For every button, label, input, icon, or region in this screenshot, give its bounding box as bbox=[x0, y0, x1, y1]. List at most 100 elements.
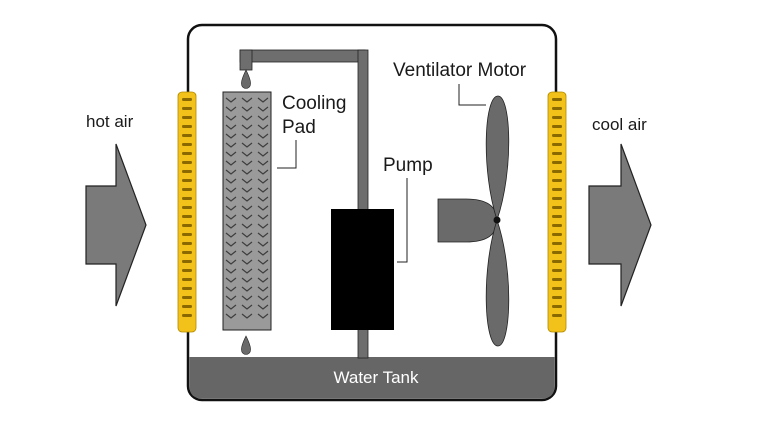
filter-slot bbox=[182, 224, 192, 227]
right-arrow-icon bbox=[85, 143, 147, 307]
filter-slot bbox=[552, 179, 562, 182]
pipe-top bbox=[239, 49, 366, 63]
pad-texture-mark bbox=[241, 268, 253, 274]
pad-texture-mark bbox=[225, 178, 237, 184]
ventilator-motor-label: Ventilator Motor bbox=[393, 60, 527, 81]
pad-texture-mark bbox=[225, 160, 237, 166]
filter-slot bbox=[182, 179, 192, 182]
pad-texture-mark bbox=[225, 142, 237, 148]
pad-texture-mark bbox=[257, 187, 269, 193]
filter-slot bbox=[552, 161, 562, 164]
filter-slot bbox=[552, 188, 562, 191]
filter-slot bbox=[552, 215, 562, 218]
pad-texture-mark bbox=[257, 286, 269, 292]
fan-hub bbox=[493, 216, 501, 224]
pad-texture-mark bbox=[241, 304, 253, 310]
pad-texture-mark bbox=[241, 178, 253, 184]
pad-texture-mark bbox=[225, 232, 237, 238]
pad-texture-mark bbox=[257, 223, 269, 229]
filter-slot bbox=[552, 197, 562, 200]
filter-slot bbox=[182, 242, 192, 245]
pad-texture-mark bbox=[257, 160, 269, 166]
filter-slot bbox=[552, 134, 562, 137]
filter-slot bbox=[552, 296, 562, 299]
pad-texture-mark bbox=[257, 205, 269, 211]
pad-texture-mark bbox=[225, 241, 237, 247]
fan-motor-housing bbox=[437, 198, 498, 243]
pad-texture-mark bbox=[241, 187, 253, 193]
filter-slot bbox=[182, 107, 192, 110]
water-tank-label: Water Tank bbox=[333, 368, 419, 387]
filter-slot bbox=[552, 107, 562, 110]
pad-texture-mark bbox=[241, 160, 253, 166]
pad-texture-mark bbox=[257, 232, 269, 238]
filter-slot bbox=[182, 296, 192, 299]
pad-texture-mark bbox=[257, 106, 269, 112]
pad-texture-mark bbox=[241, 250, 253, 256]
filter-slot bbox=[182, 161, 192, 164]
pad-texture-mark bbox=[257, 97, 269, 103]
cool-air-label: cool air bbox=[592, 115, 647, 134]
filter-slot bbox=[182, 98, 192, 101]
pad-texture-mark bbox=[257, 295, 269, 301]
pad-texture-mark bbox=[225, 196, 237, 202]
pad-texture-mark bbox=[257, 142, 269, 148]
pad-texture-mark bbox=[225, 259, 237, 265]
pad-texture-mark bbox=[241, 295, 253, 301]
filter-slot bbox=[552, 251, 562, 254]
filter-slot bbox=[552, 98, 562, 101]
filter-slot bbox=[552, 278, 562, 281]
filter-slot bbox=[182, 305, 192, 308]
filter-slot bbox=[182, 143, 192, 146]
filter-slot bbox=[552, 269, 562, 272]
pad-texture-mark bbox=[241, 259, 253, 265]
filter-slot bbox=[182, 206, 192, 209]
pad-texture-mark bbox=[257, 214, 269, 220]
pad-texture-mark bbox=[225, 223, 237, 229]
pump-leader bbox=[397, 178, 408, 263]
pad-texture-mark bbox=[241, 277, 253, 283]
filter-slot bbox=[552, 305, 562, 308]
hot-air-label: hot air bbox=[86, 112, 134, 131]
pad-texture-mark bbox=[257, 259, 269, 265]
pad-texture-mark bbox=[257, 268, 269, 274]
filter-slot bbox=[552, 287, 562, 290]
pad-texture-mark bbox=[241, 133, 253, 139]
cooling-pad-leader bbox=[277, 140, 297, 169]
fan-blade-lower bbox=[485, 218, 510, 347]
pad-texture-mark bbox=[257, 277, 269, 283]
pad-texture-mark bbox=[225, 268, 237, 274]
cooling-pad bbox=[222, 91, 272, 331]
pad-texture-mark bbox=[241, 232, 253, 238]
pad-texture-mark bbox=[225, 187, 237, 193]
pad-texture-mark bbox=[225, 169, 237, 175]
filter-slot bbox=[182, 260, 192, 263]
filter-slot bbox=[182, 314, 192, 317]
water-drop-icon bbox=[241, 69, 251, 89]
ventilator-motor-leader bbox=[458, 84, 486, 106]
pad-texture-mark bbox=[241, 196, 253, 202]
fan-icon bbox=[437, 95, 510, 347]
pad-texture-mark bbox=[257, 124, 269, 130]
pad-texture-mark bbox=[257, 178, 269, 184]
water-tank bbox=[189, 357, 555, 399]
inlet-filter bbox=[177, 91, 197, 333]
cooling-pad-label-line1: Cooling bbox=[282, 93, 347, 114]
filter-slot bbox=[552, 224, 562, 227]
pad-texture-mark bbox=[225, 214, 237, 220]
filter-slot bbox=[182, 215, 192, 218]
filter-slot bbox=[182, 116, 192, 119]
pad-texture-mark bbox=[257, 250, 269, 256]
pad-texture-mark bbox=[225, 133, 237, 139]
pad-texture-mark bbox=[241, 313, 253, 319]
pump-label: Pump bbox=[383, 155, 433, 176]
pad-texture-mark bbox=[241, 115, 253, 121]
filter-slot bbox=[182, 287, 192, 290]
pad-texture-mark bbox=[241, 241, 253, 247]
filter-slot bbox=[182, 269, 192, 272]
pad-texture-mark bbox=[241, 223, 253, 229]
filter-slot bbox=[552, 125, 562, 128]
pad-texture-mark bbox=[225, 304, 237, 310]
